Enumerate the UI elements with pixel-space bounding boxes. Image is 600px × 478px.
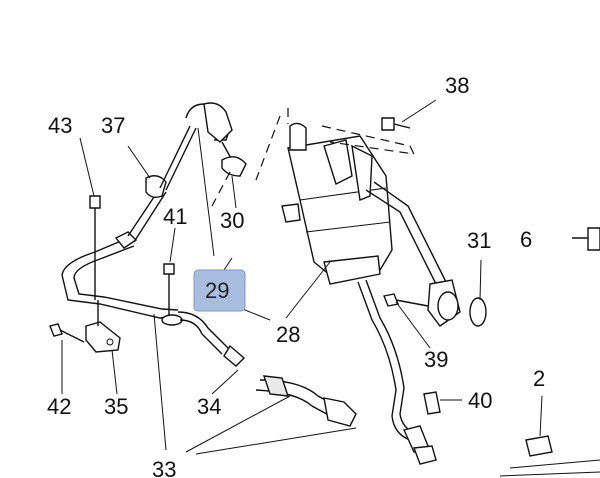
callout-39: 39 xyxy=(424,347,448,372)
callout-6: 6 xyxy=(520,227,532,252)
callout-leaders xyxy=(61,99,543,455)
bolt-42 xyxy=(49,323,85,343)
callout-40: 40 xyxy=(468,388,492,413)
bracket-35 xyxy=(85,300,121,353)
plug-2 xyxy=(499,435,600,477)
elbow-connector-30 xyxy=(159,102,247,191)
vapor-hose-left xyxy=(61,175,179,319)
callout-29[interactable]: 29 xyxy=(205,278,229,303)
vapor-canister-28 xyxy=(281,122,393,285)
callout-2: 2 xyxy=(533,366,545,391)
vapor-hose-lower xyxy=(177,311,357,427)
callout-34: 34 xyxy=(197,394,221,419)
callout-41: 41 xyxy=(163,204,187,229)
assembly-dashed-lines xyxy=(211,108,416,207)
highlight-box[interactable] xyxy=(193,269,246,312)
bolt-38 xyxy=(381,117,411,131)
bolt-40 xyxy=(423,391,441,415)
callout-labels: 43 37 41 30 29 28 38 31 6 39 40 2 42 35 … xyxy=(47,73,545,478)
bolt-43 xyxy=(89,195,101,300)
callout-42: 42 xyxy=(47,394,71,419)
callout-28: 28 xyxy=(276,322,300,347)
bolt-39 xyxy=(383,293,429,307)
callout-31: 31 xyxy=(467,228,491,253)
callout-37: 37 xyxy=(101,113,125,138)
mount-bracket xyxy=(365,181,487,327)
callout-33: 33 xyxy=(152,457,176,478)
bolt-41 xyxy=(161,263,183,326)
callout-30: 30 xyxy=(220,208,244,233)
callout-43: 43 xyxy=(48,113,72,138)
callout-38: 38 xyxy=(445,73,469,98)
bolt-6 xyxy=(572,227,600,251)
harness-cable xyxy=(357,279,437,465)
callout-35: 35 xyxy=(104,394,128,419)
